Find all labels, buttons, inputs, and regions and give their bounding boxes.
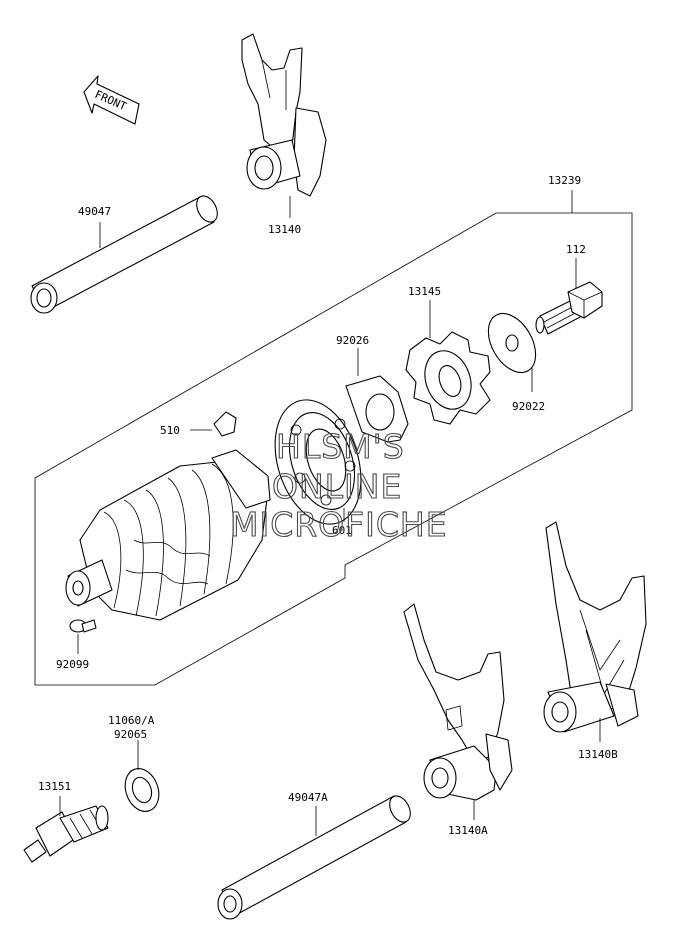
label-92026: 92026	[336, 334, 369, 347]
key-510	[213, 411, 237, 437]
label-13145: 13145	[408, 285, 441, 298]
watermark: HLSM'S ONLINE MICROFICHE	[229, 426, 448, 544]
watermark-line-1: HLSM'S	[276, 427, 405, 466]
shift-fork-13140	[241, 33, 327, 197]
watermark-line-2: ONLINE	[272, 467, 402, 506]
label-92065: 92065	[114, 728, 147, 741]
label-13140B: 13140B	[578, 748, 618, 761]
label-92022: 92022	[512, 400, 545, 413]
assembly-outline	[34, 212, 633, 686]
label-11060A: 11060/A	[108, 714, 155, 727]
label-112: 112	[566, 243, 586, 256]
front-arrow-icon: FRONT	[83, 75, 140, 125]
segment-plate-13145	[405, 331, 491, 425]
bolt-112	[535, 281, 603, 335]
pin-92099	[69, 619, 97, 633]
shift-fork-13140A	[403, 603, 513, 801]
label-13140: 13140	[268, 223, 301, 236]
label-510: 510	[160, 424, 180, 437]
label-13140A: 13140A	[448, 824, 488, 837]
label-49047A: 49047A	[288, 791, 328, 804]
label-13239: 13239	[548, 174, 581, 187]
watermark-line-3: MICROFICHE	[230, 505, 448, 544]
shaft-49047	[30, 195, 218, 314]
shift-drum	[65, 449, 271, 621]
plate-92026	[345, 375, 409, 443]
shift-fork-13140B	[543, 521, 647, 733]
label-92099: 92099	[56, 658, 89, 671]
bearing-601	[274, 399, 362, 525]
label-13151: 13151	[38, 780, 71, 793]
washer-92065	[124, 768, 160, 812]
shaft-49047A	[217, 795, 411, 920]
neutral-switch-13151	[23, 805, 109, 863]
label-601: 601	[332, 524, 352, 537]
label-49047: 49047	[78, 205, 111, 218]
washer-92022	[487, 312, 537, 374]
